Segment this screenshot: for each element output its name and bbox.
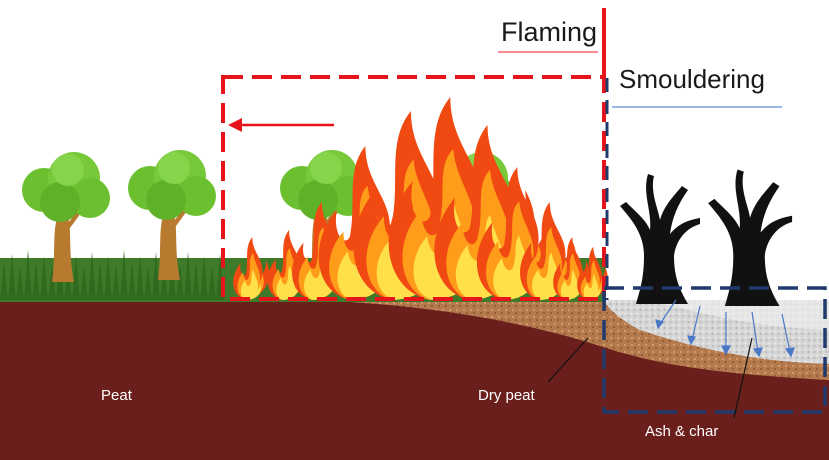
flaming-zone-frame	[221, 75, 606, 301]
ash-char-pointer	[733, 337, 753, 419]
smoulder-arrows	[655, 299, 795, 358]
dry-peat-label: Dry peat	[478, 387, 535, 404]
ash-surface-light	[640, 300, 829, 330]
peat-label: Peat	[101, 387, 132, 404]
dry-peat-pointer	[547, 337, 589, 383]
smouldering-zone-frame	[602, 286, 827, 414]
ash-char-label: Ash & char	[645, 423, 719, 440]
flaming-label: Flaming	[500, 17, 597, 47]
smouldering-label: Smouldering	[619, 64, 765, 94]
arrow-left-icon	[228, 118, 334, 132]
